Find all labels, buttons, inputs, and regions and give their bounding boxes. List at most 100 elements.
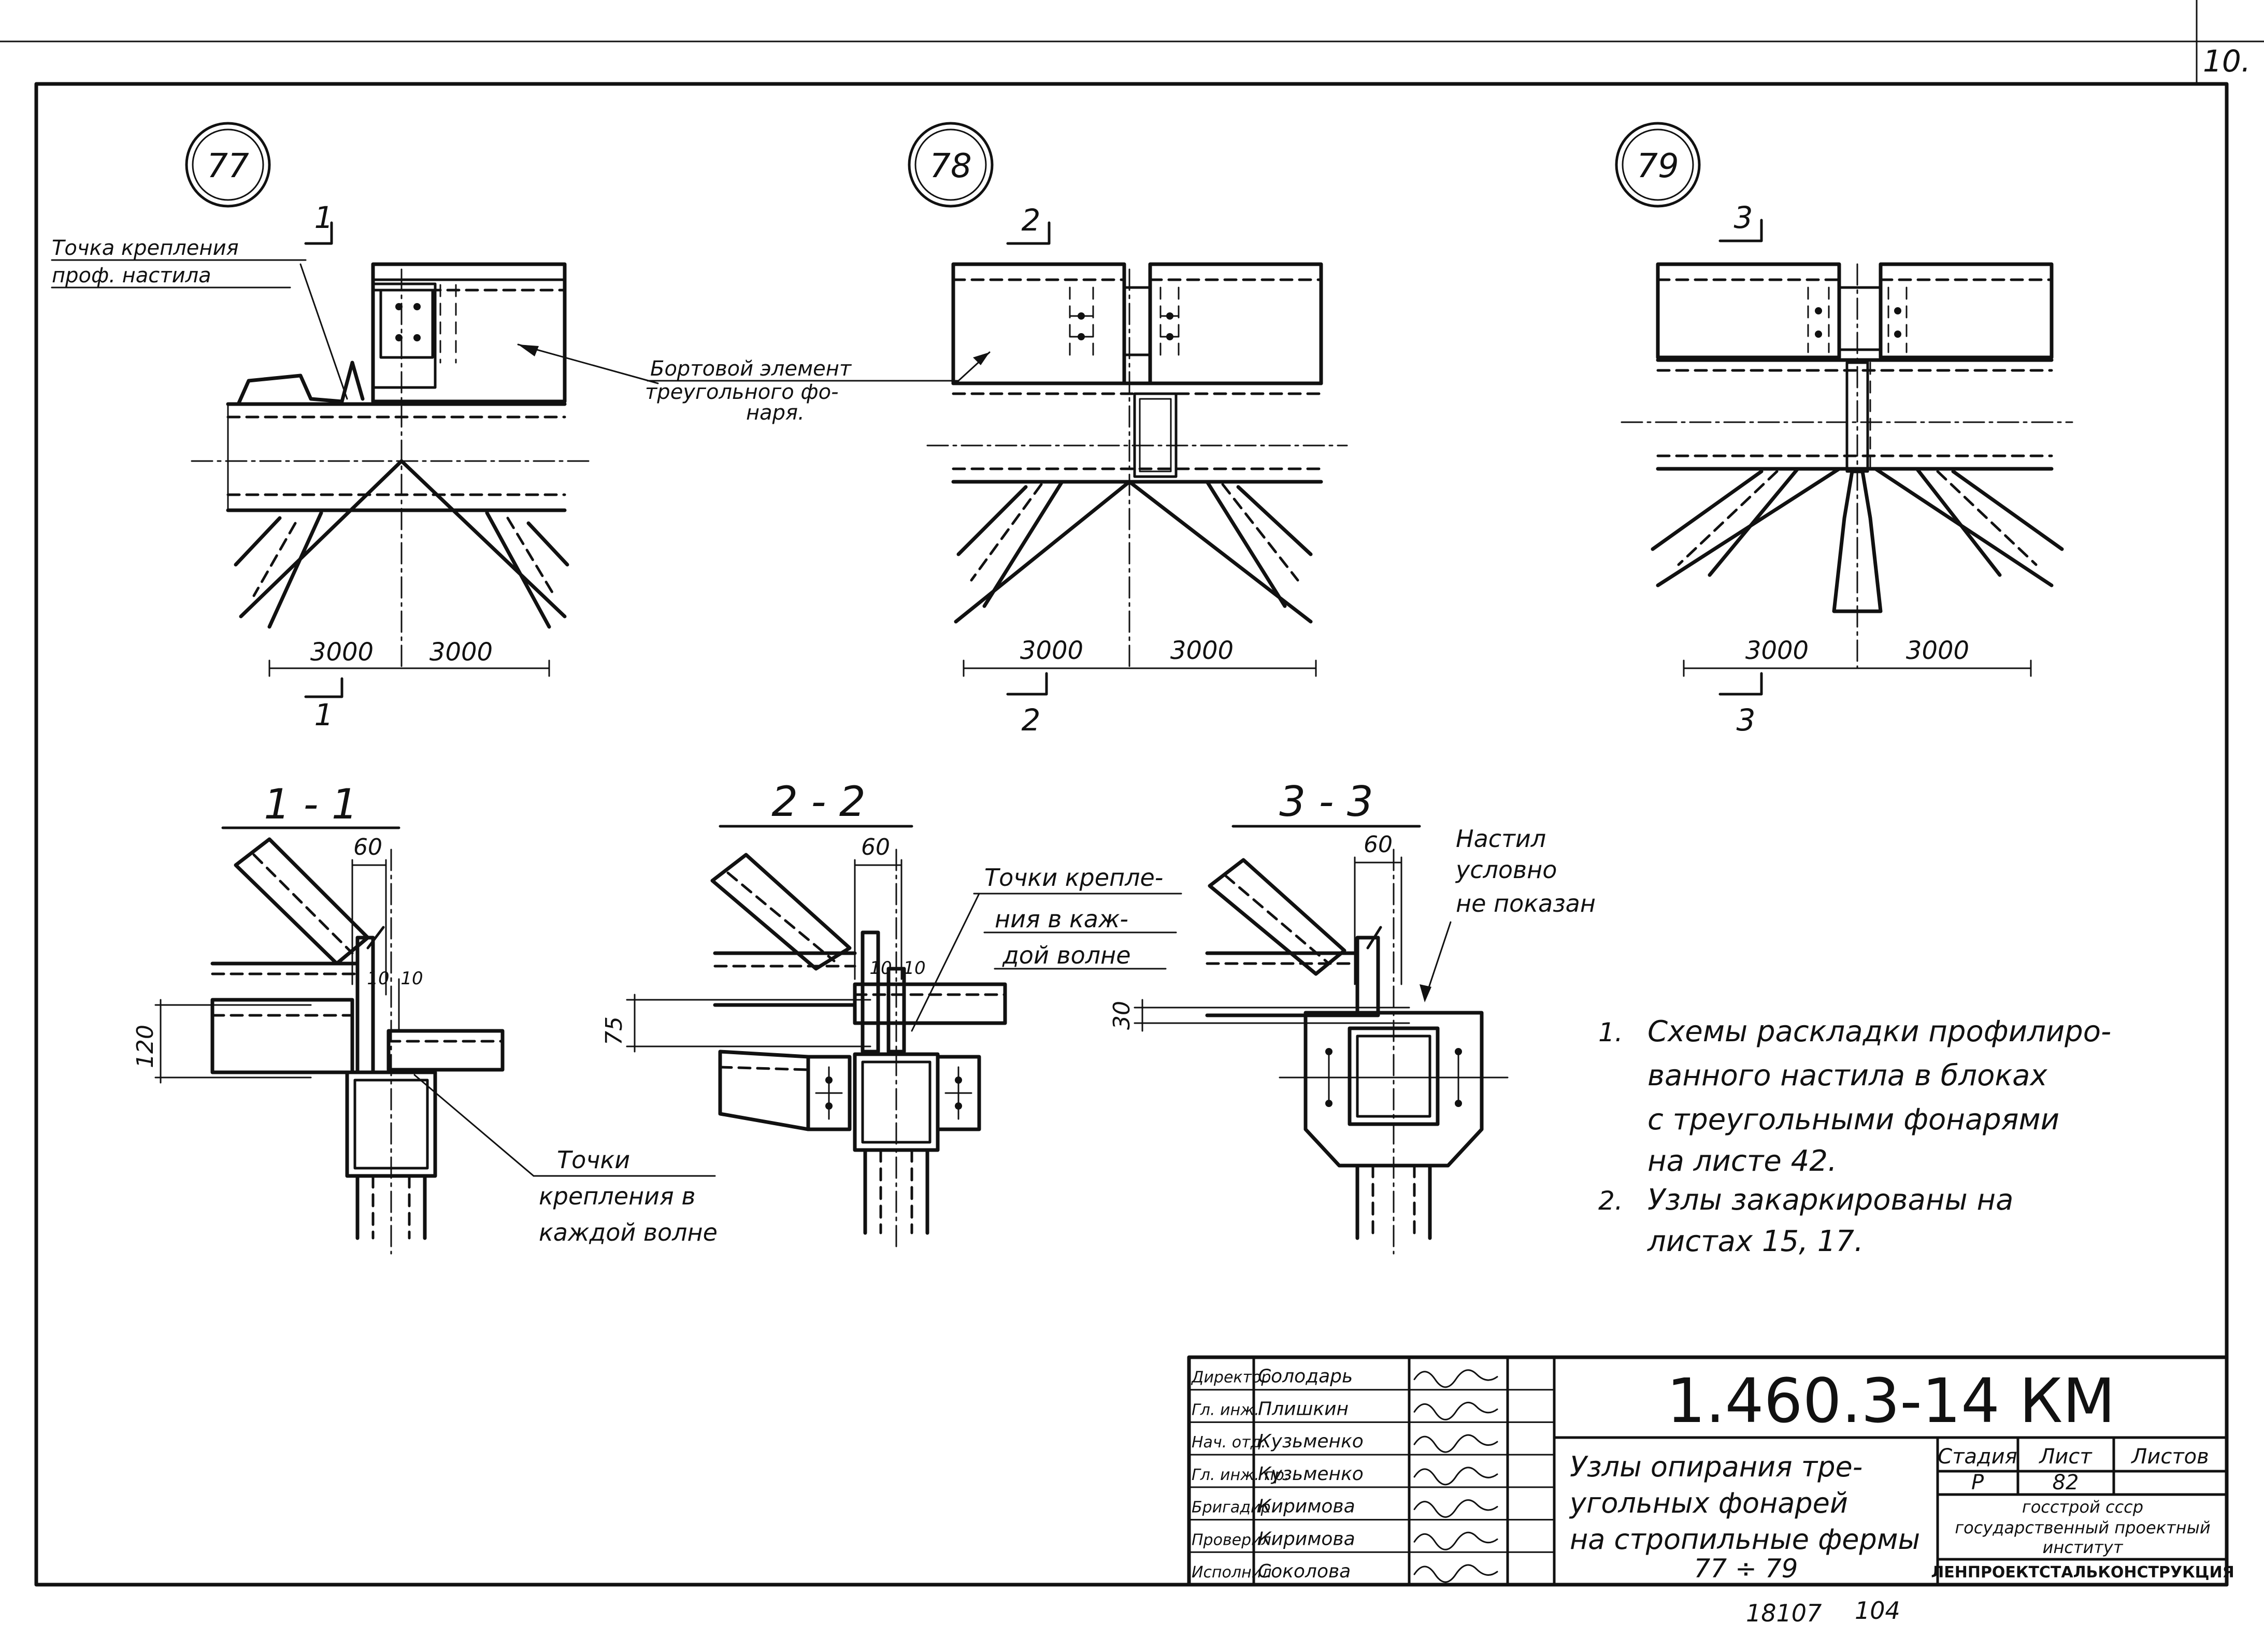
node-78-dim-right: 3000 bbox=[1170, 636, 1234, 665]
note-2-number: 2. bbox=[1598, 1186, 1623, 1216]
corner-sheet-number: 10. bbox=[2203, 44, 2251, 79]
org-line2: государственный проектный bbox=[1955, 1518, 2210, 1538]
node-78-section-top: 2 bbox=[1022, 203, 1041, 238]
note-1-line2: ванного настила в блоках bbox=[1647, 1059, 2047, 1093]
staff-name: Киримова bbox=[1258, 1528, 1355, 1549]
section-1-1: 1 - 1 60 120 10 10 bbox=[132, 780, 505, 1255]
callout-fastening-point-line2: проф. настила bbox=[52, 264, 211, 288]
note-1-line1: Схемы раскладки профилиро- bbox=[1647, 1015, 2111, 1048]
callout-decking-line3: не показан bbox=[1456, 889, 1596, 917]
signature bbox=[1413, 1369, 1498, 1388]
staff-role: Гл. инж. bbox=[1192, 1401, 1259, 1419]
node-79-number: 79 bbox=[1637, 147, 1679, 185]
staff-name: Киримова bbox=[1258, 1496, 1355, 1517]
node-78-section-bottom: 2 bbox=[1022, 702, 1041, 738]
footer-right: 104 bbox=[1855, 1597, 1900, 1625]
staff-name: Кузьменко bbox=[1258, 1463, 1364, 1485]
node-77-number: 77 bbox=[207, 147, 249, 185]
callout-fastening-point-line1: Точка крепления bbox=[52, 236, 239, 260]
node-79: 79 3 3000 3000 3 bbox=[1615, 122, 2073, 738]
title-line3: на стропильные фермы bbox=[1570, 1523, 1920, 1556]
staff-role: Бригадир bbox=[1192, 1499, 1271, 1517]
staff-name: Солодарь bbox=[1258, 1366, 1353, 1387]
org-line3: институт bbox=[2043, 1538, 2124, 1557]
signature bbox=[1413, 1467, 1498, 1486]
callout-edge-element: Бортовой элемент треугольного фо- наря. bbox=[517, 343, 991, 425]
note-1-line3: с треугольными фонарями bbox=[1647, 1103, 2059, 1137]
node-77-section-top: 1 bbox=[314, 200, 334, 235]
section-1-1-dim-side: 120 bbox=[132, 1025, 159, 1068]
callout-decking-line2: условно bbox=[1455, 856, 1557, 884]
section-1-1-dim-top: 60 bbox=[353, 834, 382, 860]
staff-role: Нач. отд. bbox=[1192, 1433, 1266, 1452]
node-77-dim-left: 3000 bbox=[310, 638, 374, 667]
callout-edge-element-line3: наря. bbox=[746, 401, 805, 425]
staff-role: Гл. инж. пр. bbox=[1192, 1466, 1289, 1484]
node-79-dim-right: 3000 bbox=[1906, 636, 1969, 665]
note-2-line1: Узлы закаркированы на bbox=[1647, 1183, 2013, 1217]
staff-name: Кузьменко bbox=[1258, 1431, 1364, 1452]
callout-fastening-a-line3: дой волне bbox=[1002, 941, 1131, 969]
signature bbox=[1413, 1531, 1498, 1550]
sheet-label: Лист bbox=[2038, 1445, 2093, 1469]
callout-edge-element-line1: Бортовой элемент bbox=[650, 357, 852, 381]
note-1-line4: на листе 42. bbox=[1647, 1144, 1837, 1178]
signature bbox=[1413, 1499, 1498, 1518]
sheet-frame bbox=[0, 0, 2264, 1587]
section-2-2-dim-side: 75 bbox=[601, 1016, 627, 1045]
node-79-section-bottom: 3 bbox=[1737, 702, 1756, 738]
section-3-3-title: 3 - 3 bbox=[1279, 778, 1373, 826]
sheets-label: Листов bbox=[2130, 1445, 2209, 1469]
callout-fastening-point: Точка крепления проф. настила bbox=[51, 236, 348, 400]
section-2-2-title: 2 - 2 bbox=[771, 778, 866, 826]
section-1-1-dim-b: 10 bbox=[400, 968, 423, 989]
section-2-2-dim-a: 10 bbox=[869, 958, 892, 979]
signature bbox=[1413, 1434, 1498, 1453]
staff-role: Проверил bbox=[1192, 1531, 1271, 1549]
node-77-section-bottom: 1 bbox=[314, 697, 334, 732]
callout-fastening-each-wave-a: Точки крепле- ния в каж- дой волне bbox=[911, 864, 1182, 1032]
section-3-3-dim-top: 60 bbox=[1364, 831, 1393, 858]
title-line1: Узлы опирания тре- bbox=[1570, 1450, 1862, 1483]
sheet-value: 82 bbox=[2053, 1471, 2079, 1495]
staff-role: Директор bbox=[1191, 1369, 1271, 1387]
callout-fastening-a-line1: Точки крепле- bbox=[984, 864, 1163, 892]
staff-role: Исполнил bbox=[1192, 1563, 1271, 1582]
org-name: ЛЕНПРОЕКТСТАЛЬКОНСТРУКЦИЯ bbox=[1931, 1563, 2234, 1582]
node-78-number: 78 bbox=[929, 147, 971, 185]
callout-fastening-each-wave-b: Точки крепления в каждой волне bbox=[413, 1074, 718, 1246]
callout-fastening-b-line2: крепления в bbox=[539, 1182, 695, 1210]
stage-value: Р bbox=[1971, 1471, 1984, 1495]
footer-left: 18107 bbox=[1746, 1599, 1822, 1627]
note-2-line2: листах 15, 17. bbox=[1647, 1225, 1864, 1258]
notes: 1. Схемы раскладки профилиро- ванного на… bbox=[1598, 1015, 2111, 1258]
section-1-1-dim-a: 10 bbox=[367, 968, 389, 989]
title-line4: 77 ÷ 79 bbox=[1694, 1554, 1798, 1584]
callout-fastening-b-line1: Точки bbox=[557, 1146, 630, 1174]
section-2-2: 2 - 2 60 75 10 10 bbox=[601, 778, 1007, 1249]
callout-fastening-a-line2: ния в каж- bbox=[995, 905, 1128, 933]
staff-name: Плишкин bbox=[1258, 1398, 1349, 1419]
section-2-2-dim-top: 60 bbox=[861, 834, 890, 860]
title-line2: угольных фонарей bbox=[1569, 1487, 1848, 1519]
designation: 1.460.3-14 КМ bbox=[1667, 1365, 2115, 1436]
org-line1: госстрой ссср bbox=[2022, 1497, 2143, 1517]
stage-label: Стадия bbox=[1938, 1445, 2017, 1469]
note-1-number: 1. bbox=[1598, 1017, 1623, 1047]
staff-name: Соколова bbox=[1258, 1561, 1351, 1582]
node-77: 77 1 3000 3000 bbox=[185, 122, 592, 732]
signature bbox=[1413, 1564, 1498, 1583]
callout-fastening-b-line3: каждой волне bbox=[539, 1218, 718, 1246]
callout-edge-element-line2: треугольного фо- bbox=[645, 380, 839, 404]
callout-decking-line1: Настил bbox=[1456, 825, 1546, 853]
section-2-2-dim-b: 10 bbox=[903, 958, 925, 979]
node-78-dim-left: 3000 bbox=[1020, 636, 1083, 665]
node-79-section-top: 3 bbox=[1734, 200, 1753, 235]
node-79-dim-left: 3000 bbox=[1745, 636, 1809, 665]
signature bbox=[1413, 1401, 1498, 1420]
callout-decking-not-shown: Настил условно не показан bbox=[1420, 825, 1596, 1002]
node-78: 78 2 3000 3000 2 bbox=[908, 122, 1348, 738]
node-77-dim-right: 3000 bbox=[429, 638, 493, 667]
